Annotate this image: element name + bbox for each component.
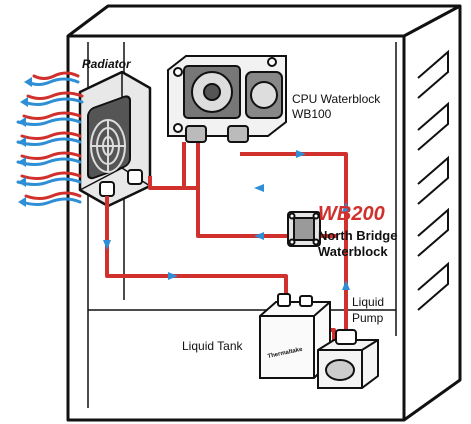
north-bridge-label: North Bridge	[318, 228, 397, 243]
computer-case	[66, 4, 462, 422]
radiator-label: Radiator	[82, 57, 132, 71]
liquid-tank-label: Liquid Tank	[182, 339, 243, 353]
radiator-fittings	[99, 169, 143, 197]
liquid-pump-label: Liquid	[352, 295, 384, 309]
cpu-waterblock-label: CPU Waterblock	[292, 92, 381, 106]
liquid-pump-label-2: Pump	[352, 311, 384, 325]
radiator	[78, 70, 152, 208]
liquid-tank-icon: Thermaltake	[259, 293, 331, 379]
liquid-pump-icon	[317, 329, 379, 389]
airflow-arrow-icon	[16, 71, 84, 206]
fan-icon	[87, 95, 131, 180]
wb200-label: WB200	[318, 203, 385, 225]
cpu-waterblock-icon	[167, 55, 287, 143]
case-side-vents	[417, 49, 449, 311]
airflow-arrowheads	[18, 77, 32, 207]
north-bridge-waterblock-icon	[287, 211, 321, 247]
flow-direction-arrow-icon	[103, 150, 350, 290]
north-bridge-waterblock-label: Waterblock	[318, 244, 388, 259]
cpu-waterblock-model: WB100	[292, 107, 332, 121]
